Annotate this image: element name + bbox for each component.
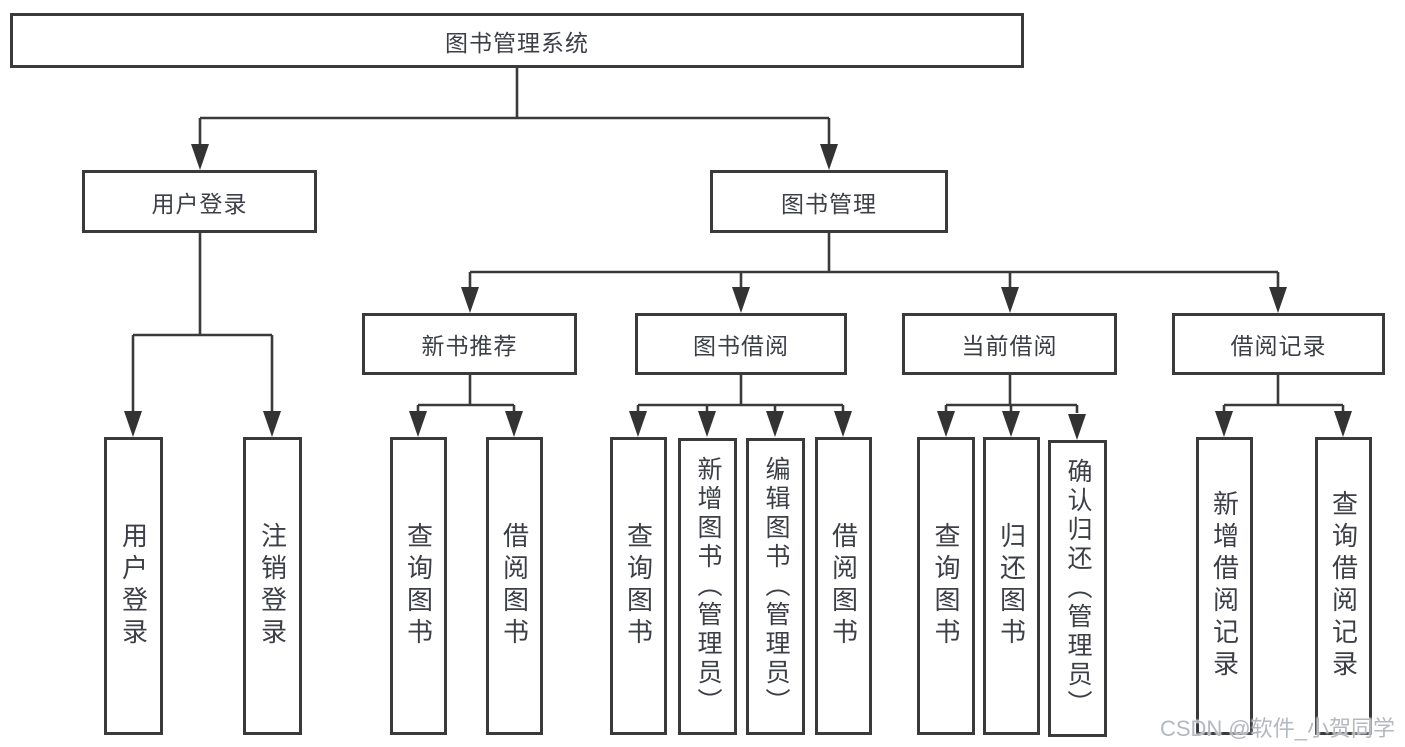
- node-book-management: 图书管理: [710, 170, 948, 233]
- arrowheads: [124, 144, 1352, 440]
- node-new-book-recommend: 新书推荐: [362, 313, 577, 375]
- connector-root: [198, 68, 831, 146]
- arrowhead-icon: [1334, 411, 1352, 437]
- leaf-newbook-query-books: 查询图书: [390, 437, 447, 735]
- leaf-newbook-borrow-books: 借阅图书: [486, 437, 543, 735]
- leaf-current-query-books: 查询图书: [917, 437, 975, 735]
- arrowhead-icon: [1002, 411, 1020, 437]
- node-current-borrowing: 当前借阅: [902, 313, 1117, 375]
- node-label: 当前借阅: [961, 333, 1058, 359]
- node-system-root: 图书管理系统: [10, 13, 1024, 68]
- arrowhead-icon: [124, 411, 142, 437]
- arrowhead-icon: [461, 287, 479, 313]
- leaf-query-borrow-record: 查询借阅记录: [1315, 437, 1372, 735]
- arrowhead-icon: [1269, 287, 1287, 313]
- arrowhead-icon: [409, 411, 427, 437]
- csdn-watermark: CSDN @软件_小贺同学: [1159, 716, 1395, 741]
- arrowhead-icon: [1001, 287, 1019, 313]
- arrowhead-icon: [1215, 411, 1233, 437]
- arrowhead-icon: [834, 411, 852, 437]
- node-book-borrowing: 图书借阅: [635, 313, 847, 375]
- connector-current-borrow: [944, 375, 1079, 413]
- arrowhead-icon: [820, 144, 838, 170]
- connector-book-borrow: [636, 375, 845, 413]
- leaf-confirm-return-admin: 确认归还（管理员）: [1048, 440, 1107, 737]
- connector-user-login: [131, 233, 274, 413]
- arrowhead-icon: [505, 411, 523, 437]
- node-label: 图书借阅: [693, 333, 789, 359]
- leaf-edit-books-admin: 编辑图书（管理员）: [746, 438, 805, 735]
- node-label: 借阅记录: [1230, 333, 1327, 359]
- arrowhead-icon: [629, 411, 647, 437]
- node-label: 用户登录: [151, 190, 248, 217]
- node-user-login: 用户登录: [82, 170, 317, 233]
- leaf-logout: 注销登录: [243, 437, 302, 735]
- node-label: 新书推荐: [421, 333, 518, 359]
- arrowhead-icon: [937, 411, 955, 437]
- node-borrow-records: 借阅记录: [1172, 313, 1385, 375]
- arrowhead-icon: [766, 411, 784, 437]
- leaf-user-login: 用户登录: [104, 437, 163, 735]
- leaf-borrow-books: 借阅图书: [815, 437, 872, 735]
- connector-new-book: [416, 375, 516, 413]
- leaf-return-books: 归还图书: [983, 437, 1040, 735]
- arrowhead-icon: [732, 287, 750, 313]
- node-label: 图书管理: [781, 190, 877, 217]
- arrowhead-icon: [1068, 414, 1086, 440]
- arrowhead-icon: [698, 411, 716, 437]
- connector-borrow-records: [1222, 375, 1345, 413]
- leaf-add-borrow-record: 新增借阅记录: [1196, 437, 1253, 735]
- leaf-add-books-admin: 新增图书（管理员）: [678, 438, 737, 735]
- arrowhead-icon: [191, 144, 209, 170]
- arrowhead-icon: [263, 411, 281, 437]
- connector-book-mgmt: [468, 233, 1280, 289]
- leaf-borrowing-query-books: 查询图书: [610, 437, 667, 735]
- node-label: 图书管理系统: [445, 29, 589, 56]
